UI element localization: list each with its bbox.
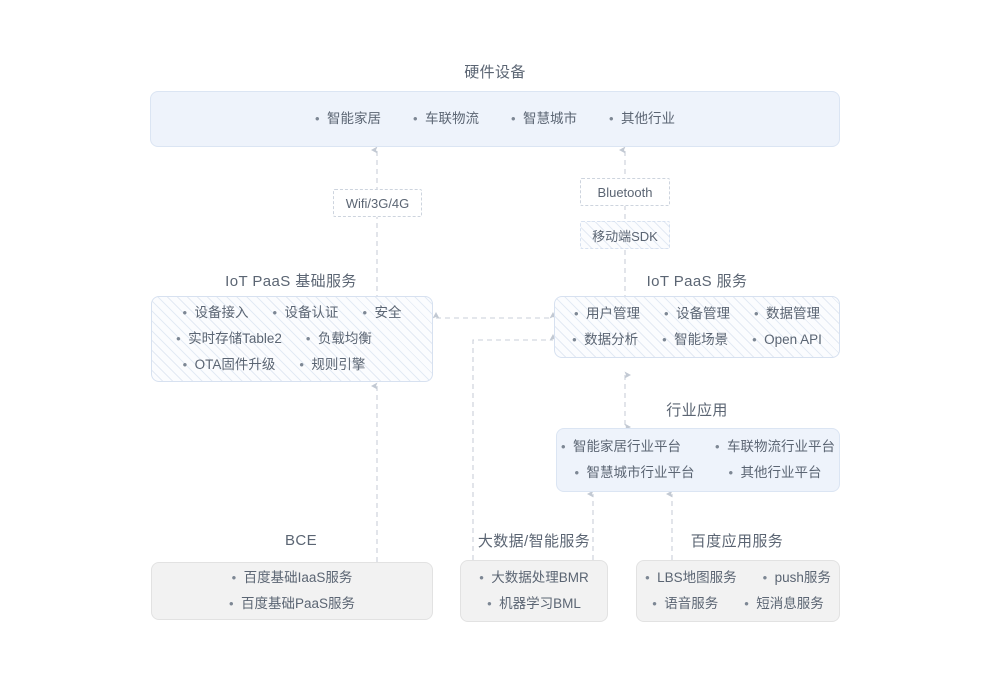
bigdata-items: 大数据处理BMR 机器学习BML xyxy=(461,565,607,617)
list-item: 设备管理 xyxy=(664,301,730,327)
list-item: 设备认证 xyxy=(273,300,339,326)
list-item: 实时存储Table2 xyxy=(176,326,282,352)
list-item: 设备接入 xyxy=(183,300,249,326)
list-item: 智能家居 xyxy=(315,106,381,132)
wire-bigdata-to-paas xyxy=(472,334,557,560)
list-item: 车联物流行业平台 xyxy=(715,434,835,460)
title-bce: BCE xyxy=(284,532,318,549)
list-item: 其他行业 xyxy=(609,106,675,132)
list-item: LBS地图服务 xyxy=(645,565,737,591)
hardware-items: 智能家居 车联物流 智慧城市 其他行业 xyxy=(299,106,691,132)
title-hardware: 硬件设备 xyxy=(464,64,526,81)
list-item: 百度基础IaaS服务 xyxy=(232,565,353,591)
list-item: 语音服务 xyxy=(652,591,718,617)
title-industry-app: 行业应用 xyxy=(666,402,728,419)
title-baidu-app: 百度应用服务 xyxy=(690,533,784,550)
wire-label-bluetooth: Bluetooth xyxy=(580,178,670,206)
node-iot-paas-base[interactable]: 设备接入 设备认证 安全 实时存储Table2 负载均衡 OTA固件升级 规则引… xyxy=(151,296,433,382)
node-iot-paas[interactable]: 用户管理 设备管理 数据管理 数据分析 智能场景 Open API xyxy=(554,296,840,358)
list-item: 用户管理 xyxy=(574,301,640,327)
list-item: 大数据处理BMR xyxy=(479,565,589,591)
list-item: 短消息服务 xyxy=(744,591,824,617)
list-item: Open API xyxy=(752,327,822,353)
node-bce[interactable]: 百度基础IaaS服务 百度基础PaaS服务 xyxy=(151,562,433,620)
industry-app-items: 智能家居行业平台 车联物流行业平台 智慧城市行业平台 其他行业平台 xyxy=(557,434,839,486)
list-item: 智能场景 xyxy=(662,327,728,353)
iot-paas-items: 用户管理 设备管理 数据管理 数据分析 智能场景 Open API xyxy=(555,301,839,353)
list-item: 车联物流 xyxy=(413,106,479,132)
node-industry-app[interactable]: 智能家居行业平台 车联物流行业平台 智慧城市行业平台 其他行业平台 xyxy=(556,428,840,492)
node-hardware[interactable]: 智能家居 车联物流 智慧城市 其他行业 xyxy=(150,91,840,147)
list-item: 数据分析 xyxy=(572,327,638,353)
list-item: 智慧城市行业平台 xyxy=(575,460,695,486)
list-item: 规则引擎 xyxy=(299,352,365,378)
list-item: 其他行业平台 xyxy=(729,460,822,486)
list-item: 智慧城市 xyxy=(511,106,577,132)
list-item: 数据管理 xyxy=(754,301,820,327)
node-bigdata[interactable]: 大数据处理BMR 机器学习BML xyxy=(460,560,608,622)
list-item: 智能家居行业平台 xyxy=(561,434,681,460)
wire-label-wifi: Wifi/3G/4G xyxy=(333,189,422,217)
list-item: push服务 xyxy=(763,565,831,591)
iot-paas-base-items: 设备接入 设备认证 安全 实时存储Table2 负载均衡 OTA固件升级 规则引… xyxy=(152,300,432,378)
node-baidu-app[interactable]: LBS地图服务 push服务 语音服务 短消息服务 xyxy=(636,560,840,622)
wire-label-mobile-sdk: 移动端SDK xyxy=(580,221,670,249)
title-iot-paas: IoT PaaS 服务 xyxy=(646,273,748,290)
list-item: OTA固件升级 xyxy=(183,352,276,378)
list-item: 百度基础PaaS服务 xyxy=(229,591,355,617)
title-bigdata: 大数据/智能服务 xyxy=(477,533,591,550)
list-item: 机器学习BML xyxy=(487,591,581,617)
title-iot-paas-base: IoT PaaS 基础服务 xyxy=(225,273,357,290)
list-item: 安全 xyxy=(363,300,402,326)
bce-items: 百度基础IaaS服务 百度基础PaaS服务 xyxy=(152,565,432,617)
list-item: 负载均衡 xyxy=(306,326,372,352)
baidu-app-items: LBS地图服务 push服务 语音服务 短消息服务 xyxy=(637,565,839,617)
